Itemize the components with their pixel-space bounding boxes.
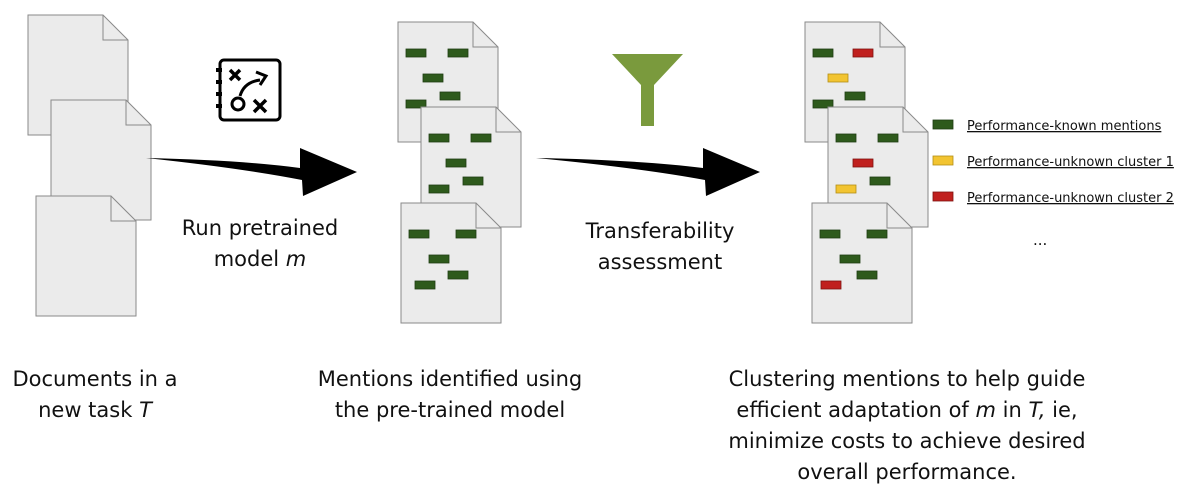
arrow2-label-line2: assessment [597,250,723,274]
mention-marker [852,158,874,168]
document-blank [35,195,137,317]
model-variable: m [975,398,996,422]
legend-label: Performance-unknown cluster 2 [967,191,1174,206]
mention-marker [877,133,899,143]
legend-label: Performance-known mentions [967,119,1162,134]
task-variable: T, [1028,398,1046,422]
strategy-playbook-icon [216,58,282,122]
mention-marker [414,280,436,290]
document-annotated [400,202,502,324]
step1-caption-line1: Documents in a [12,367,178,391]
document-annotated [397,21,499,143]
mention-marker [428,184,450,194]
mention-marker [447,48,469,58]
mention-marker [869,176,891,186]
step1-caption: Documents in a new task T [0,364,190,426]
document-blank [50,99,152,221]
legend-ellipsis: ... [1033,231,1047,249]
legend-swatch [932,191,954,202]
mention-marker [405,99,427,109]
mention-marker [844,91,866,101]
mention-marker [428,254,450,264]
legend: Performance-known mentions Performance-u… [932,119,1174,249]
mention-marker [455,229,477,239]
mention-marker [812,99,834,109]
model-variable: m [285,247,307,271]
documents-with-mentions [397,21,522,324]
mention-marker [445,158,467,168]
step3-caption-line2-post: ie, [1045,398,1078,422]
step2-caption-line2: the pre-trained model [334,398,566,422]
step3-caption-line4: overall performance. [797,460,1017,484]
mention-marker [422,73,444,83]
legend-swatch [932,119,954,130]
task-variable: T [139,398,152,422]
legend-label: Performance-unknown cluster 1 [967,155,1174,170]
step3-caption-line2-mid: in [995,398,1029,422]
arrow1-label-line1: Run pretrained [181,216,339,240]
mention-marker [428,133,450,143]
mention-marker [856,270,878,280]
step1-caption-line2-text: new task [38,398,140,422]
step3-caption: Clustering mentions to help guide effici… [712,364,1102,488]
mention-marker [820,280,842,290]
mention-marker [447,270,469,280]
mention-marker [839,254,861,264]
legend-item: Performance-known mentions [932,119,1162,134]
mention-marker [819,229,841,239]
funnel-icon [612,54,683,126]
arrow-transferability [536,148,760,196]
step3-caption-line2: efficient adaptation of m in T, ie, [712,395,1102,426]
step2-caption-line1: Mentions identified using [317,367,583,391]
mention-marker [835,133,857,143]
document-clustered [827,106,929,228]
mention-marker [439,91,461,101]
arrow1-label-line2-text: model [213,247,286,271]
mention-marker [866,229,888,239]
document-annotated [420,106,522,228]
mention-marker [835,184,857,194]
mention-marker [812,48,834,58]
mention-marker [852,48,874,58]
step2-caption: Mentions identified using the pre-traine… [305,364,595,426]
legend-swatch [932,155,954,166]
step1-caption-line2: new task T [0,395,190,426]
step3-caption-line3: minimize costs to achieve desired [728,429,1086,453]
mention-marker [408,229,430,239]
legend-item: Performance-unknown cluster 2 [932,191,1174,206]
document-clustered [811,202,913,324]
arrow-run-model [146,148,357,196]
mention-marker [462,176,484,186]
mention-marker [405,48,427,58]
arrow1-label: Run pretrained model m [160,213,360,275]
step3-caption-line2-text: efficient adaptation of [736,398,976,422]
input-documents [27,14,152,317]
mention-marker [470,133,492,143]
arrow1-label-line2: model m [160,244,360,275]
arrow2-label: Transferability assessment [560,216,760,278]
clustered-documents [804,21,929,324]
mention-marker [827,73,849,83]
arrow2-label-line1: Transferability [585,219,735,243]
legend-item: Performance-unknown cluster 1 [932,155,1174,170]
document-clustered [804,21,906,143]
step3-caption-line1: Clustering mentions to help guide [728,367,1086,391]
document-blank [27,14,129,136]
